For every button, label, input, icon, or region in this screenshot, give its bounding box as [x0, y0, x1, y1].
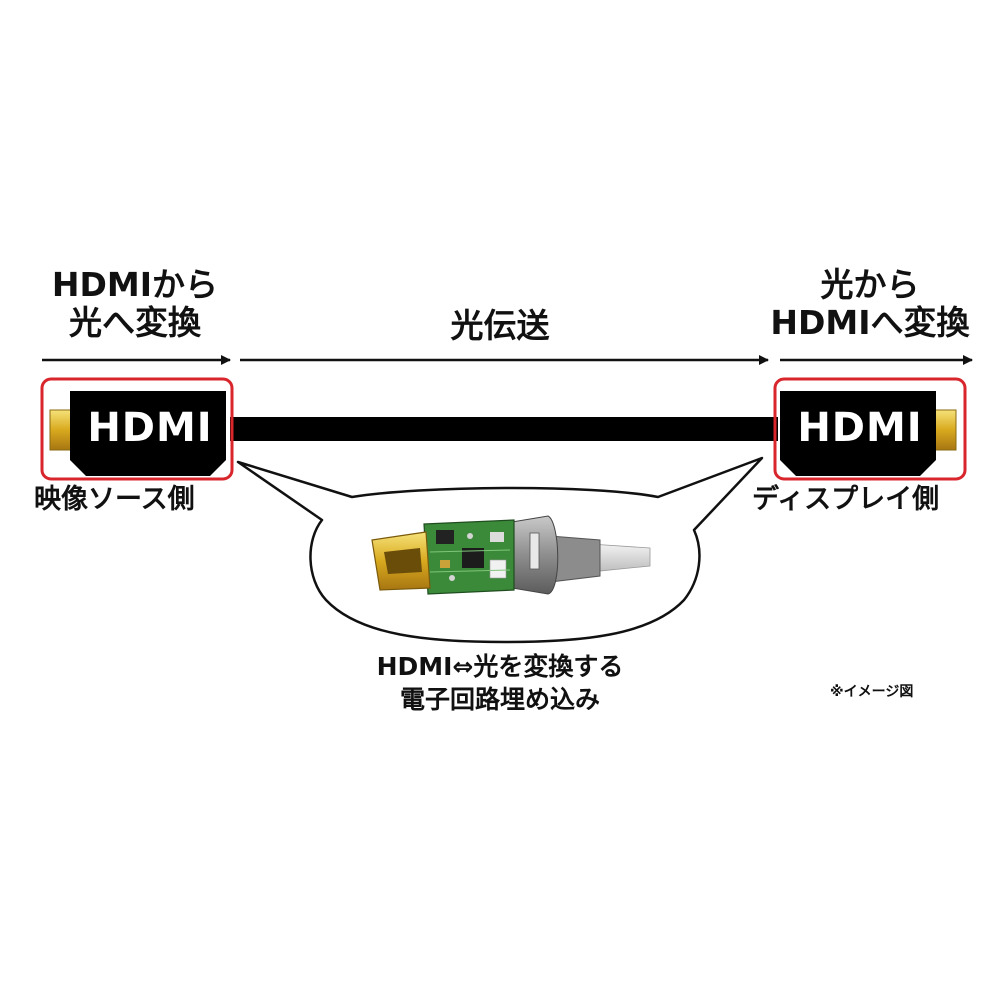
callout-caption: HDMI⇔光を変換する 電子回路埋め込み	[300, 650, 700, 716]
right-connector-body	[780, 391, 936, 476]
right-highlight-frame	[773, 377, 967, 481]
left-gold-tip	[49, 409, 73, 451]
right-hdmi-logo: HDMI	[797, 405, 923, 451]
source-side-label: 映像ソース側	[34, 484, 195, 515]
left-stage-line1: HDMIから	[51, 265, 219, 304]
left-stage-line2: 光へ変換	[69, 302, 201, 342]
right-stage-line2: HDMIへ変換	[770, 302, 970, 342]
image-note: ※イメージ図	[830, 684, 914, 700]
callout-line2: 電子回路埋め込み	[399, 685, 600, 714]
right-stage-line1: 光から	[820, 265, 920, 304]
display-side-label: ディスプレイ側	[752, 484, 940, 515]
optical-cable	[230, 417, 778, 441]
callout-line1: HDMI⇔光を変換する	[376, 652, 624, 681]
left-hdmi-logo: HDMI	[87, 405, 213, 451]
left-connector-body	[70, 391, 226, 476]
middle-stage-label: 光伝送	[450, 306, 550, 345]
left-highlight-frame	[40, 377, 234, 481]
circuit-connector-illustration	[371, 515, 651, 595]
right-stage-label: 光から HDMIへ変換	[760, 266, 980, 342]
left-stage-label: HDMIから 光へ変換	[40, 266, 230, 342]
